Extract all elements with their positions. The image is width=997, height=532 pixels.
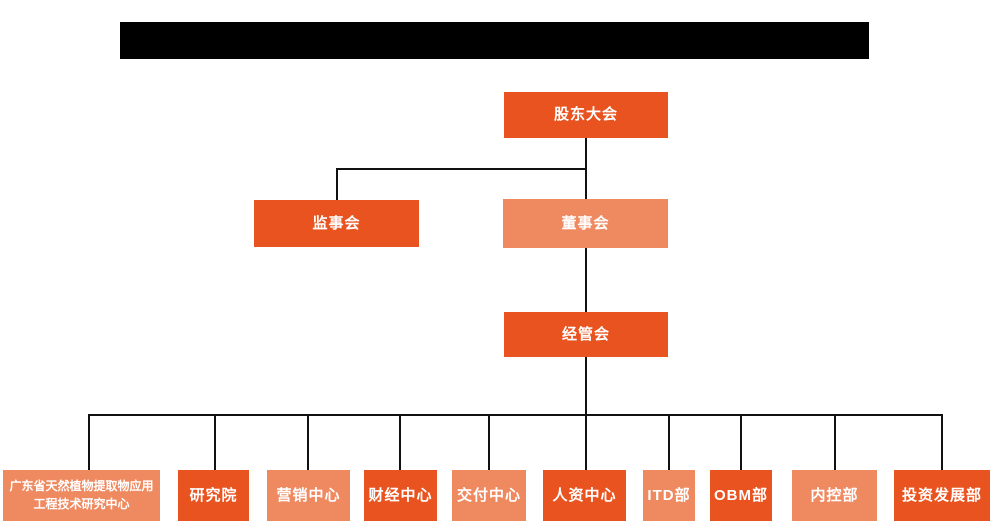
node-finance-center: 财经中心 [364, 470, 437, 521]
connector-drop-research-center [88, 414, 90, 470]
node-itd-dept: ITD部 [643, 470, 695, 521]
node-label-marketing-center: 营销中心 [276, 486, 341, 504]
node-label-finance-center: 财经中心 [368, 486, 433, 504]
node-marketing-center: 营销中心 [267, 470, 350, 521]
node-obm-dept: OBM部 [710, 470, 772, 521]
node-label-investment-dev-dept: 投资发展部 [901, 486, 982, 504]
node-shareholders-meeting: 股东大会 [504, 92, 668, 138]
connector-level2-horizontal [336, 168, 587, 170]
redacted-title-bar [120, 22, 869, 59]
connector-directors-to-management [585, 248, 587, 312]
node-supervisory-board: 监事会 [254, 200, 419, 247]
node-management-committee: 经管会 [504, 312, 668, 357]
node-internal-control-dept: 内控部 [792, 470, 877, 521]
connector-drop-obm [740, 414, 742, 470]
connector-drop-investment [941, 414, 943, 470]
connector-drop-marketing [307, 414, 309, 470]
node-label-hr-center: 人资中心 [552, 486, 617, 504]
node-label-itd-dept: ITD部 [647, 486, 691, 504]
node-label-obm-dept: OBM部 [714, 486, 768, 504]
connector-drop-itd [668, 414, 670, 470]
connector-drop-internal-control [834, 414, 836, 470]
node-label-internal-control-dept: 内控部 [810, 486, 859, 504]
node-label-research-center: 广东省天然植物提取物应用工程技术研究中心 [9, 479, 154, 511]
connector-drop-finance [399, 414, 401, 470]
node-research-center: 广东省天然植物提取物应用工程技术研究中心 [3, 470, 160, 521]
node-label-research-institute: 研究院 [189, 486, 238, 504]
node-label-delivery-center: 交付中心 [456, 486, 521, 504]
node-delivery-center: 交付中心 [452, 470, 526, 521]
node-board-of-directors: 董事会 [503, 199, 668, 248]
node-label-supervisory-board: 监事会 [312, 214, 361, 232]
node-label-board-of-directors: 董事会 [561, 214, 610, 232]
connector-drop-delivery [488, 414, 490, 470]
node-label-management-committee: 经管会 [561, 325, 610, 343]
node-investment-dev-dept: 投资发展部 [894, 470, 990, 521]
node-research-institute: 研究院 [178, 470, 249, 521]
node-label-shareholders-meeting: 股东大会 [553, 106, 618, 124]
connector-supervisory-drop [336, 168, 338, 200]
node-hr-center: 人资中心 [543, 470, 626, 521]
connector-management-to-bus [585, 357, 587, 470]
connector-drop-research-institute [214, 414, 216, 470]
connector-bus-horizontal [88, 414, 943, 416]
